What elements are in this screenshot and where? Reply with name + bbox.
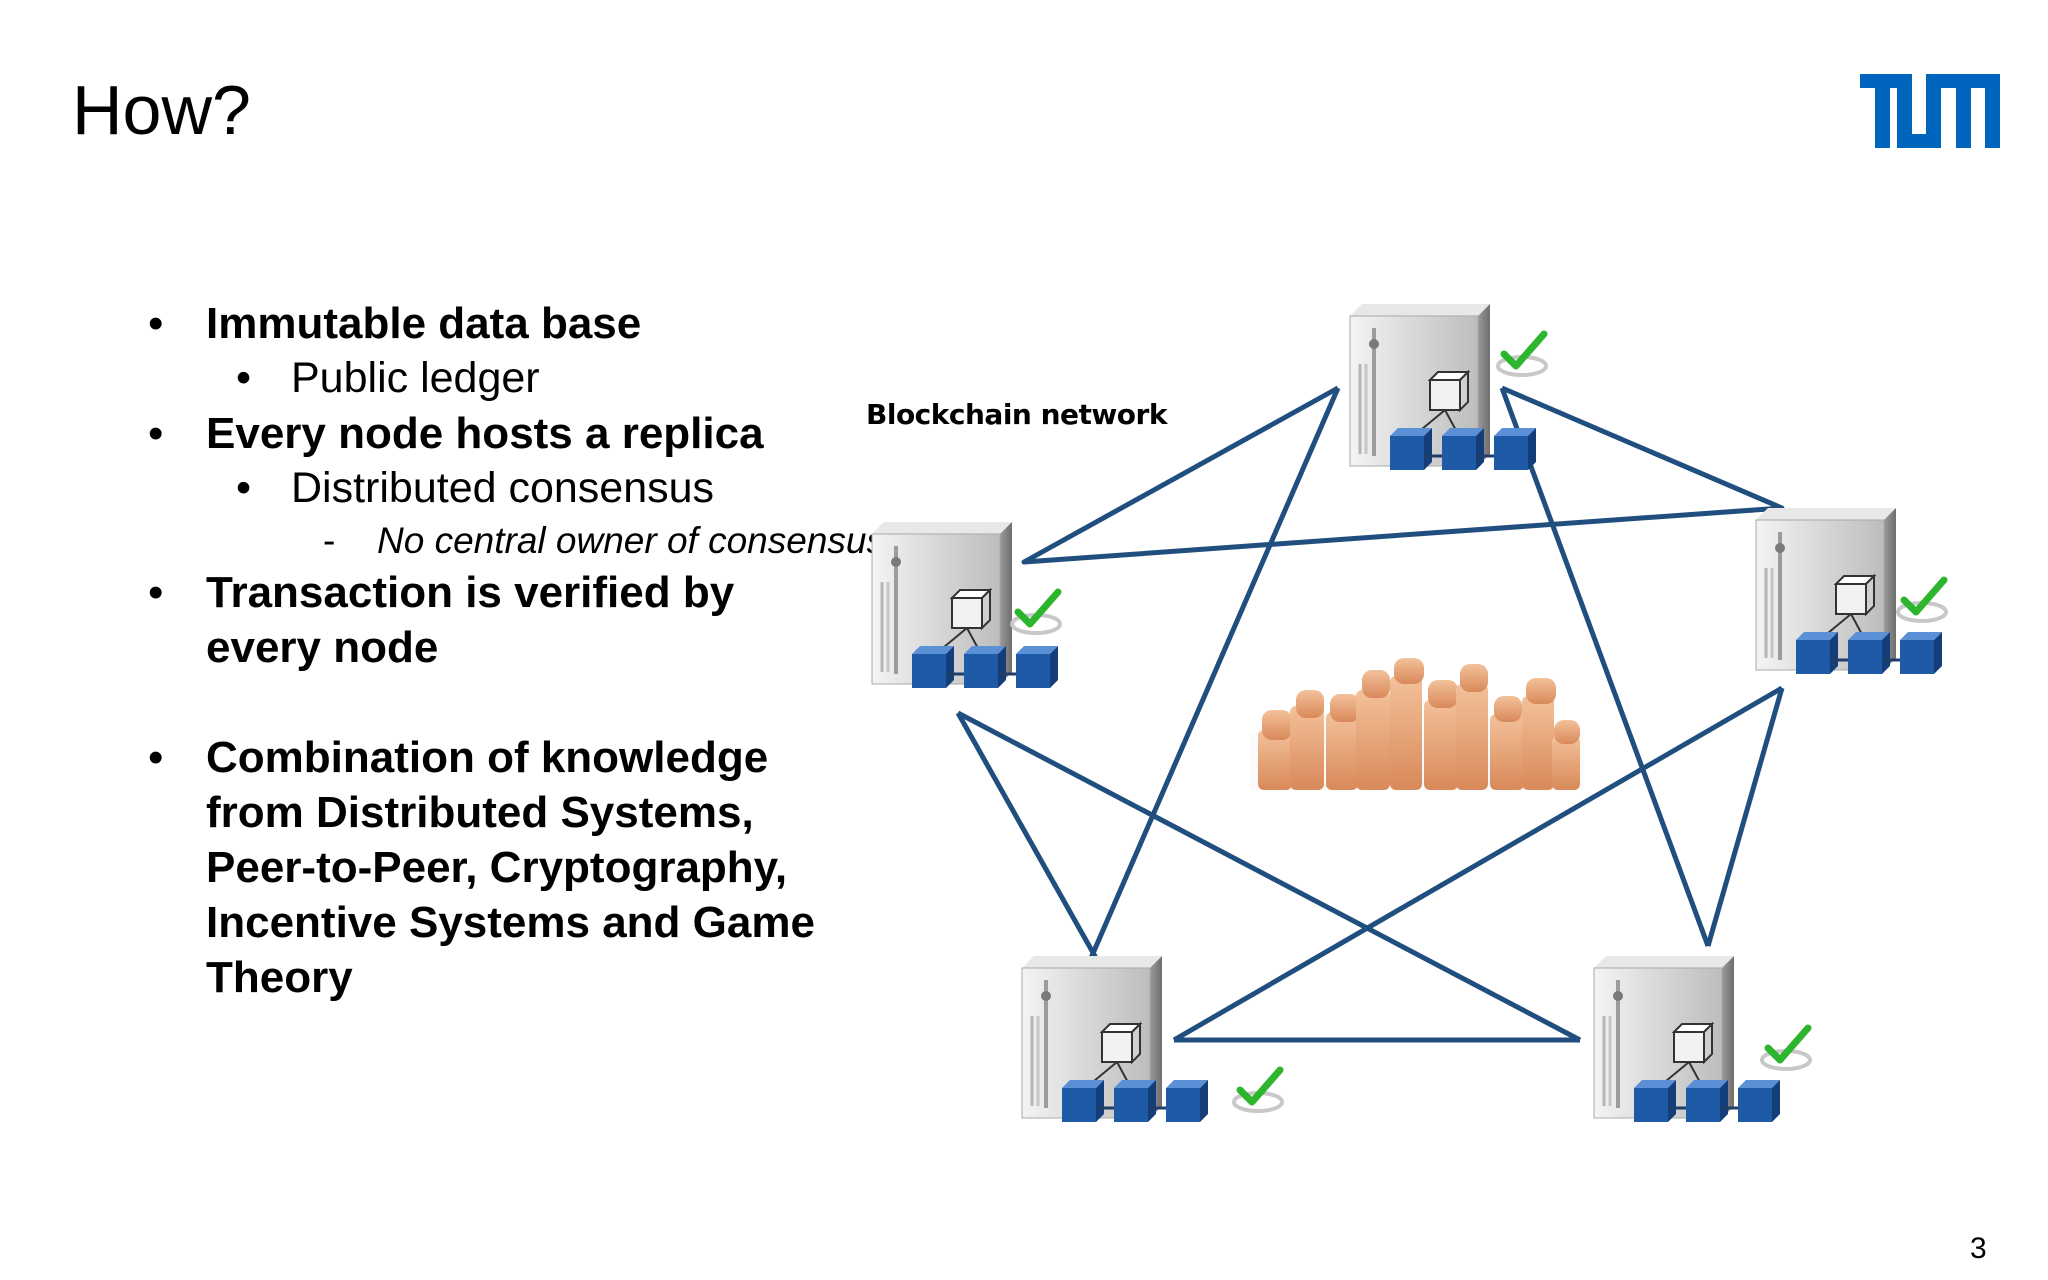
sub-bullet-public-ledger: Public ledger: [148, 351, 848, 406]
network-edges: [955, 385, 1785, 1043]
check-icon: [1012, 592, 1060, 633]
check-icon: [1498, 334, 1546, 375]
check-icon: [1762, 1028, 1810, 1069]
server-node-left: [872, 522, 1058, 688]
check-icon: [1234, 1070, 1282, 1111]
server-node-bottom-right: [1594, 956, 1780, 1122]
network-label: Blockchain network: [866, 398, 1167, 431]
slide-title: How?: [72, 71, 251, 149]
sub-sub-bullet-no-central-owner: No central owner of consensus: [148, 516, 897, 565]
bullet-list: Immutable data base Public ledger Every …: [148, 296, 885, 1005]
tum-logo: [1860, 74, 2000, 148]
server-node-top: [1350, 304, 1536, 470]
page-number: 3: [1970, 1232, 1987, 1265]
bullet-combination-knowledge: Combination of knowledge from Distribute…: [148, 730, 848, 1005]
thumbs-up-hands-image: [1250, 658, 1584, 790]
bullet-node-replica: Every node hosts a replica: [148, 406, 848, 461]
bullet-immutable-database: Immutable data base: [148, 296, 848, 351]
check-icon: [1898, 580, 1946, 621]
server-node-right: [1756, 508, 1942, 674]
sub-bullet-distributed-consensus: Distributed consensus: [148, 461, 848, 516]
bullet-transaction-verified: Transaction is verified by every node: [148, 565, 848, 675]
